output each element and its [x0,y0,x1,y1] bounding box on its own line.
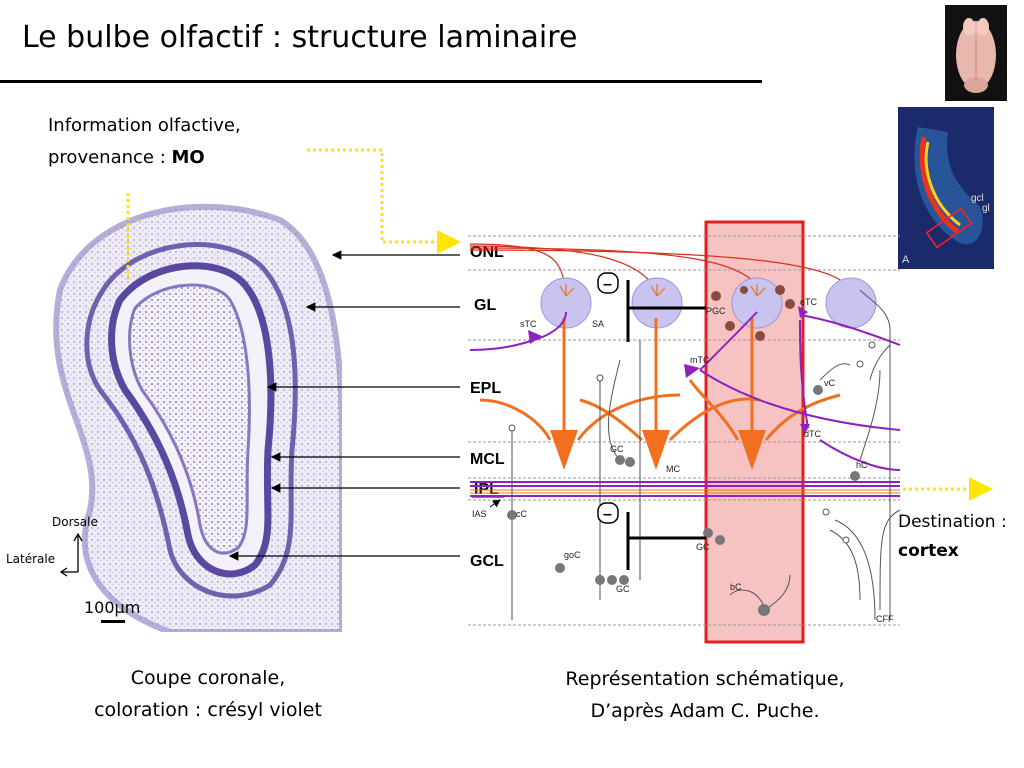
scale-bar-label: 100µm [84,598,141,617]
output-destination-line2: cortex [898,541,959,561]
brain-photo [945,5,1007,101]
inset-label-gcl: gcl [971,193,984,204]
orientation-arrows [60,532,83,577]
cell-label-ias: IAS [472,509,487,519]
cell-label-gc-upper: GC [610,444,624,454]
inset-label-a: A [902,254,910,266]
cell-label-pgc: PGC [706,306,726,316]
layer-label-gcl: GCL [470,553,504,570]
cell-label-mc: MC [666,464,680,474]
cell-label-stc: sTC [520,319,537,329]
orientation-dorsal-label: Dorsale [52,515,98,529]
cell-label-gc-lower1: GC [696,542,710,552]
output-destination-line1: Destination : [898,512,1007,532]
cell-label-vc: vC [824,378,836,388]
input-info-source: MO [171,147,205,168]
inhibition-upper: – [597,272,706,342]
inhibition-lower: – [597,502,706,570]
cell-label-cc: cC [516,509,528,519]
caption-right-line1: Représentation schématique, [565,668,845,690]
caption-left-line1: Coupe coronale, [130,667,286,689]
cell-label-etc: eTC [800,297,818,307]
inhibition-sign-upper: – [603,276,612,293]
caption-right-line2: D’après Adam C. Puche. [590,700,820,722]
cell-label-dtc: dTC [804,429,822,439]
coronal-section-micrograph [30,190,345,635]
cell-label-hc: hC [856,460,868,470]
cell-label-mtc: mTC [690,355,710,365]
layer-label-mcl: MCL [470,451,505,468]
orientation-lateral-label: Latérale [6,552,56,566]
input-info-line1: Information olfactive, [48,115,241,136]
title-underline [0,80,762,83]
input-info-line2: provenance : MO [48,142,205,174]
cell-label-bc: bC [730,582,742,592]
olfactory-bulb-inset: gcl gl A [898,107,994,269]
scale-bar [101,620,125,623]
cell-label-cff: CFF [876,614,894,624]
cell-label-sa: SA [592,319,604,329]
page-title: Le bulbe olfactif : structure laminaire [22,20,578,55]
inset-label-gl: gl [982,203,990,214]
cell-label-goc: goC [564,550,581,560]
cell-label-gc-lower2: GC [616,584,630,594]
caption-left-line2: coloration : crésyl violet [94,699,322,721]
layer-label-epl: EPL [470,380,501,397]
input-info-prefix: provenance : [48,147,172,168]
inhibition-sign-lower: – [603,506,612,523]
layer-label-gl: GL [474,297,496,314]
